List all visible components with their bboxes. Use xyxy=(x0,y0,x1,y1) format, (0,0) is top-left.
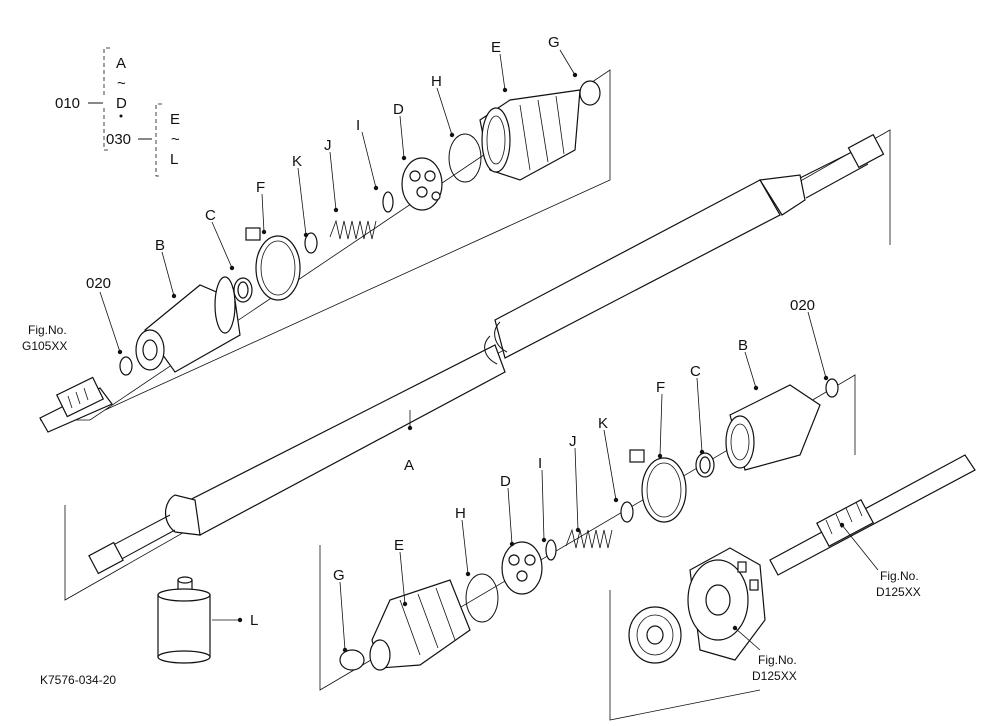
drive-shaft xyxy=(88,133,885,575)
label-e-bottom: E xyxy=(394,537,404,554)
part-l-cylinder xyxy=(157,576,211,664)
label-d-bottom: D xyxy=(500,473,511,490)
label-j-bottom: J xyxy=(569,433,577,450)
label-b-bottom: B xyxy=(738,337,748,354)
label-g-bottom: G xyxy=(333,567,345,584)
fig-ref-left-line2: G105XX xyxy=(22,339,67,353)
right-output-shaft xyxy=(769,454,976,576)
label-g-top: G xyxy=(548,34,560,51)
label-c-top: C xyxy=(205,207,216,224)
tree-child-range-tilde: ~ xyxy=(171,131,180,148)
fig-ref-right-line2: D125XX xyxy=(876,585,921,599)
diagram-code: K7576-034-20 xyxy=(40,673,116,687)
label-020-top: 020 xyxy=(86,275,111,292)
tree-child-range-end: L xyxy=(170,151,178,168)
fig-ref-bottom-line1: Fig.No. xyxy=(758,653,797,667)
label-k-top: K xyxy=(292,153,302,170)
part-labels: E G H D I J K F C B 020 Fig.No. G105XX A… xyxy=(22,34,921,687)
label-f-bottom: F xyxy=(656,379,665,396)
label-i-bottom: I xyxy=(538,455,542,472)
tree-root-range-end: D xyxy=(116,95,127,112)
label-020-bottom: 020 xyxy=(790,297,815,314)
fig-ref-bottom-line2: D125XX xyxy=(752,669,797,683)
label-i-top: I xyxy=(356,117,360,134)
left-input-shaft xyxy=(39,376,113,433)
label-h-bottom: H xyxy=(455,505,466,522)
tree-root-010: 010 xyxy=(55,95,80,112)
label-f-top: F xyxy=(256,179,265,196)
upper-assembly xyxy=(119,80,601,376)
label-e-top: E xyxy=(491,39,501,56)
bearing-gear-assembly xyxy=(628,547,766,664)
tree-root-range-start: A xyxy=(116,55,126,72)
label-c-bottom: C xyxy=(690,363,701,380)
label-l: L xyxy=(250,612,258,629)
fig-ref-right-line1: Fig.No. xyxy=(880,569,919,583)
assembly-tree: 010 A ~ D 030 E ~ L xyxy=(55,47,180,177)
label-k-bottom: K xyxy=(598,415,608,432)
label-h-top: H xyxy=(431,73,442,90)
label-j-top: J xyxy=(324,137,332,154)
fig-ref-left-line1: Fig.No. xyxy=(28,323,67,337)
label-b-top: B xyxy=(155,237,165,254)
tree-child-range-start: E xyxy=(170,111,180,128)
tree-root-range-tilde: ~ xyxy=(117,75,126,92)
tree-child-030: 030 xyxy=(106,131,131,148)
leader-lines xyxy=(99,49,879,653)
label-a: A xyxy=(404,457,414,474)
lower-assembly xyxy=(339,378,839,671)
label-d-top: D xyxy=(393,101,404,118)
